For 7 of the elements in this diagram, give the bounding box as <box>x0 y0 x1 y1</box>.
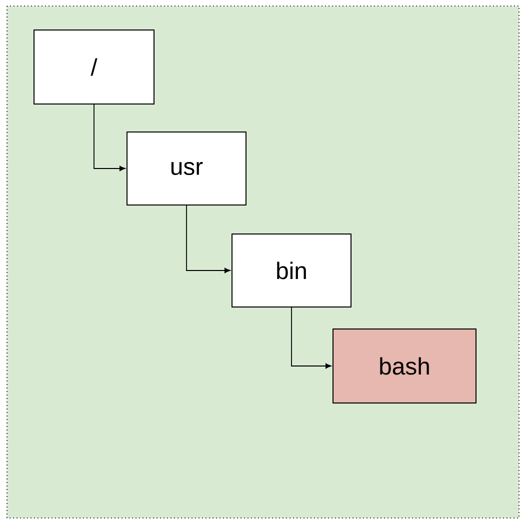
folder-box: bash <box>332 328 476 404</box>
arrow <box>291 307 332 369</box>
folder-box: usr <box>126 132 246 206</box>
folder-box: bin <box>232 234 352 308</box>
arrow <box>186 205 230 274</box>
folder-box: / <box>34 30 154 104</box>
arrow <box>94 104 126 172</box>
